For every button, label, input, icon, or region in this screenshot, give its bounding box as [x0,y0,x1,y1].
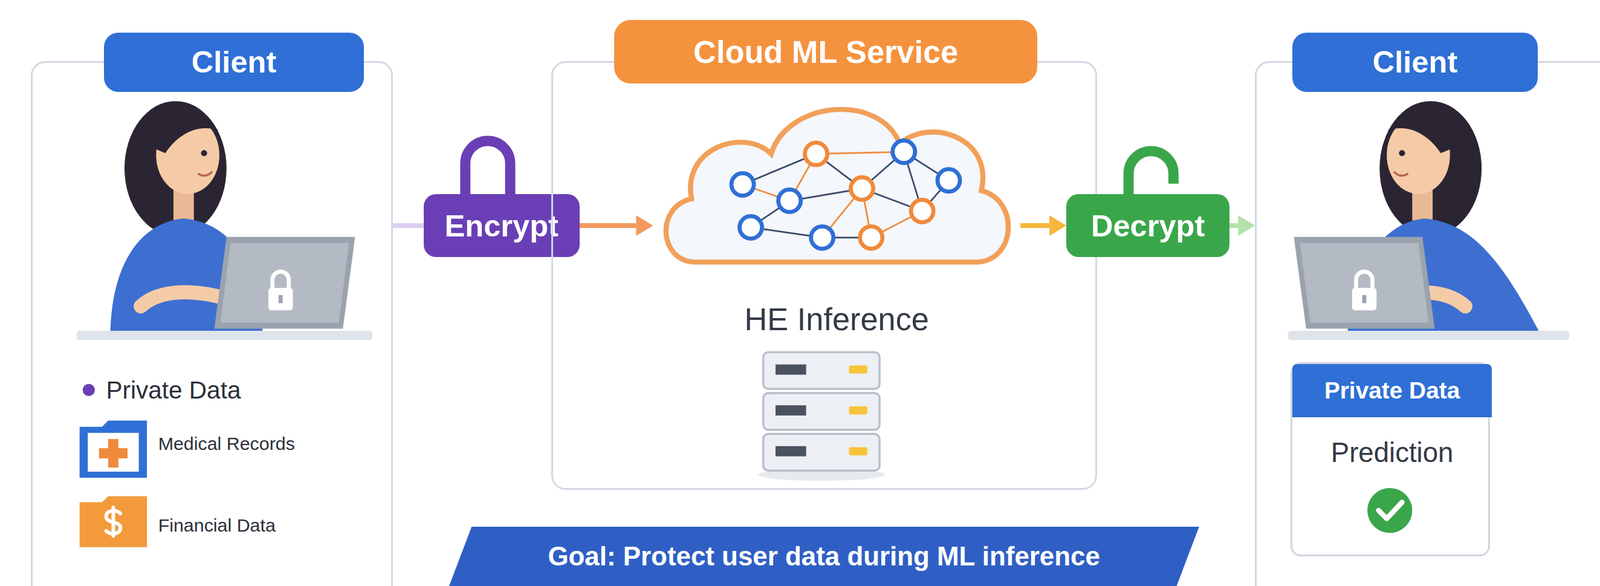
data-item-label: Financial Data [158,513,276,535]
card-heading-box: Private Data [1292,363,1492,418]
laptop [1287,236,1570,341]
arrow-shaft [392,223,424,228]
step-label-box: Encrypt [423,194,580,258]
panel-heading-box: Cloud ML Service [614,19,1038,84]
medical-folder-icon [79,420,147,479]
inference-cloud: HE Inference [652,86,1021,347]
cloud-service-panel: Cloud ML ServiceHE Inference [551,61,1098,490]
open-lock [1128,151,1174,199]
panel-heading-box: Client [103,32,364,92]
arrow-shaft [579,223,637,228]
client-panel: Client [30,61,393,586]
step-label-box: Decrypt [1066,194,1230,258]
step-label: Decrypt [1091,207,1206,244]
arrow-head [1049,215,1067,236]
arrow-head [1237,215,1255,236]
step-label: Encrypt [444,207,558,244]
decrypt-step: Decrypt [1066,194,1230,258]
client-panel: ClientPrivate DataPrediction [1254,61,1600,586]
laptop [76,236,373,341]
bullet-dot [82,383,95,396]
cloud-label: HE Inference [744,301,930,338]
panel-heading: Client [1372,44,1458,80]
banner-text: Goal: Protect user data during ML infere… [547,540,1100,572]
panel-heading: Cloud ML Service [693,33,959,71]
closed-lock [465,140,511,199]
client-person [1346,100,1543,339]
data-item-label: Medical Records [158,432,295,454]
arrow-shaft [1229,223,1238,228]
card-heading: Private Data [1324,377,1460,404]
card-body: Prediction [1331,437,1454,469]
goal-banner: Goal: Protect user data during ML infere… [449,526,1200,586]
section-label: Private Data [106,375,242,404]
prediction-card: Private DataPrediction [1290,362,1490,557]
banner-text-box: Goal: Protect user data during ML infere… [449,526,1200,586]
cloud-outline [652,86,1021,281]
panel-heading: Client [191,44,277,80]
arrow-shaft [1020,223,1050,228]
check-mark [1367,487,1413,533]
panel-heading-box: Client [1292,32,1538,92]
arrow-head [635,215,653,236]
server-stack [757,351,885,481]
flow-arrow [1229,215,1255,236]
cloud-label-box: HE Inference [652,290,1021,347]
flow-arrow [579,215,654,236]
flow-arrow [1020,215,1067,236]
flow-arrow [392,225,424,227]
card-body-box: Prediction [1292,429,1492,477]
encrypt-step: Encrypt [423,194,580,258]
finance-folder-icon [79,495,147,547]
